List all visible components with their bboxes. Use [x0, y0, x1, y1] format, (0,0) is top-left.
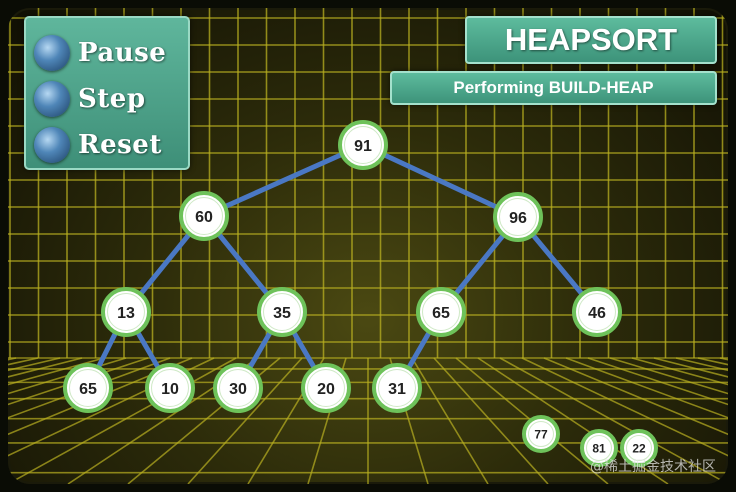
node-inner-ring [185, 197, 223, 235]
watermark: @稀土掘金技术社区 [590, 459, 716, 475]
heap-node-60: 60 [179, 191, 229, 241]
node-circle [493, 192, 543, 242]
heap-node-96: 96 [493, 192, 543, 242]
sorted-node-22: 22 [620, 429, 658, 467]
floor-grid-line [433, 357, 549, 484]
node-value: 96 [509, 210, 527, 227]
node-value: 13 [117, 305, 135, 322]
floor-grid-line [187, 357, 303, 484]
node-circle [145, 363, 195, 413]
node-inner-ring [219, 369, 257, 407]
heap-node-13: 13 [101, 287, 151, 337]
step-label: Step [78, 84, 146, 114]
node-value: 46 [588, 305, 606, 322]
node-circle [213, 363, 263, 413]
reset-label: Reset [78, 130, 162, 160]
heap-node-91: 91 [338, 120, 388, 170]
node-value: 20 [317, 381, 335, 398]
node-value: 30 [229, 381, 247, 398]
node-inner-ring [528, 421, 554, 447]
node-circle [338, 120, 388, 170]
node-inner-ring [586, 435, 612, 461]
floor-grid-line [8, 357, 105, 386]
pause-label: Pause [78, 38, 167, 68]
node-inner-ring [307, 369, 345, 407]
node-circle [63, 363, 113, 413]
node-inner-ring [263, 293, 301, 331]
floor-grid-line [411, 357, 489, 484]
node-inner-ring [107, 293, 145, 331]
node-inner-ring [378, 369, 416, 407]
control-panel: Pause Step Reset [24, 16, 190, 170]
floor-grid-line [8, 357, 193, 436]
floor-grid-line [609, 357, 728, 395]
node-circle [301, 363, 351, 413]
heapsort-visualization: 91 60 96 13 35 65 46 65 10 30 20 31 77 81 22 Pause Ste… [8, 8, 728, 484]
status-banner: Performing BUILD-HEAP [390, 71, 717, 105]
node-inner-ring [578, 293, 616, 331]
floor-grid-line [565, 357, 728, 419]
floor-grid-line [499, 357, 728, 484]
heap-node-46: 46 [572, 287, 622, 337]
node-value: 77 [534, 427, 548, 441]
node-inner-ring [422, 293, 460, 331]
reset-orb-icon [34, 127, 70, 163]
node-value: 31 [388, 381, 406, 398]
floor-grid-line [8, 357, 171, 419]
tree-edge-n91-n96 [360, 142, 521, 220]
node-inner-ring [499, 198, 537, 236]
node-circle [257, 287, 307, 337]
heap-node-65: 65 [416, 287, 466, 337]
tree-edges [85, 142, 600, 391]
heap-node-31: 31 [372, 363, 422, 413]
reset-button[interactable]: Reset [34, 124, 184, 166]
floor-grid-line [8, 357, 237, 484]
tree-edge-n91-n60 [201, 142, 366, 219]
node-inner-ring [69, 369, 107, 407]
tree-nodes: 91 60 96 13 35 65 46 65 10 30 20 31 77 81 22 [63, 120, 658, 467]
node-circle [416, 287, 466, 337]
node-circle [572, 287, 622, 337]
step-button[interactable]: Step [34, 78, 184, 120]
title-banner: HEAPSORT [465, 16, 717, 64]
status-text: Performing BUILD-HEAP [453, 78, 654, 97]
tree-canvas: 91 60 96 13 35 65 46 65 10 30 20 31 77 81 22 [8, 8, 728, 484]
sorted-node-81: 81 [580, 429, 618, 467]
node-circle [101, 287, 151, 337]
pause-orb-icon [34, 35, 70, 71]
node-value: 10 [161, 381, 179, 398]
pause-button[interactable]: Pause [34, 32, 184, 74]
heap-node-30: 30 [213, 363, 263, 413]
heap-node-20: 20 [301, 363, 351, 413]
node-inner-ring [344, 126, 382, 164]
floor-grid-line [543, 357, 728, 436]
step-orb-icon [34, 81, 70, 117]
node-value: 60 [195, 209, 213, 226]
sorted-node-77: 77 [522, 415, 560, 453]
node-inner-ring [151, 369, 189, 407]
heap-node-65: 65 [63, 363, 113, 413]
heap-node-10: 10 [145, 363, 195, 413]
node-value: 81 [592, 441, 606, 455]
floor-grid-line [8, 357, 127, 395]
floor-grid-line [521, 357, 728, 457]
node-value: 65 [79, 381, 97, 398]
floor-grid-line [587, 357, 728, 406]
floor-grid-line [631, 357, 728, 386]
node-circle [179, 191, 229, 241]
page-title: HEAPSORT [504, 22, 678, 57]
node-circle [372, 363, 422, 413]
node-value: 22 [632, 441, 646, 455]
node-inner-ring [626, 435, 652, 461]
node-value: 65 [432, 305, 450, 322]
heap-node-35: 35 [257, 287, 307, 337]
node-value: 91 [354, 138, 372, 155]
node-value: 35 [273, 305, 291, 322]
